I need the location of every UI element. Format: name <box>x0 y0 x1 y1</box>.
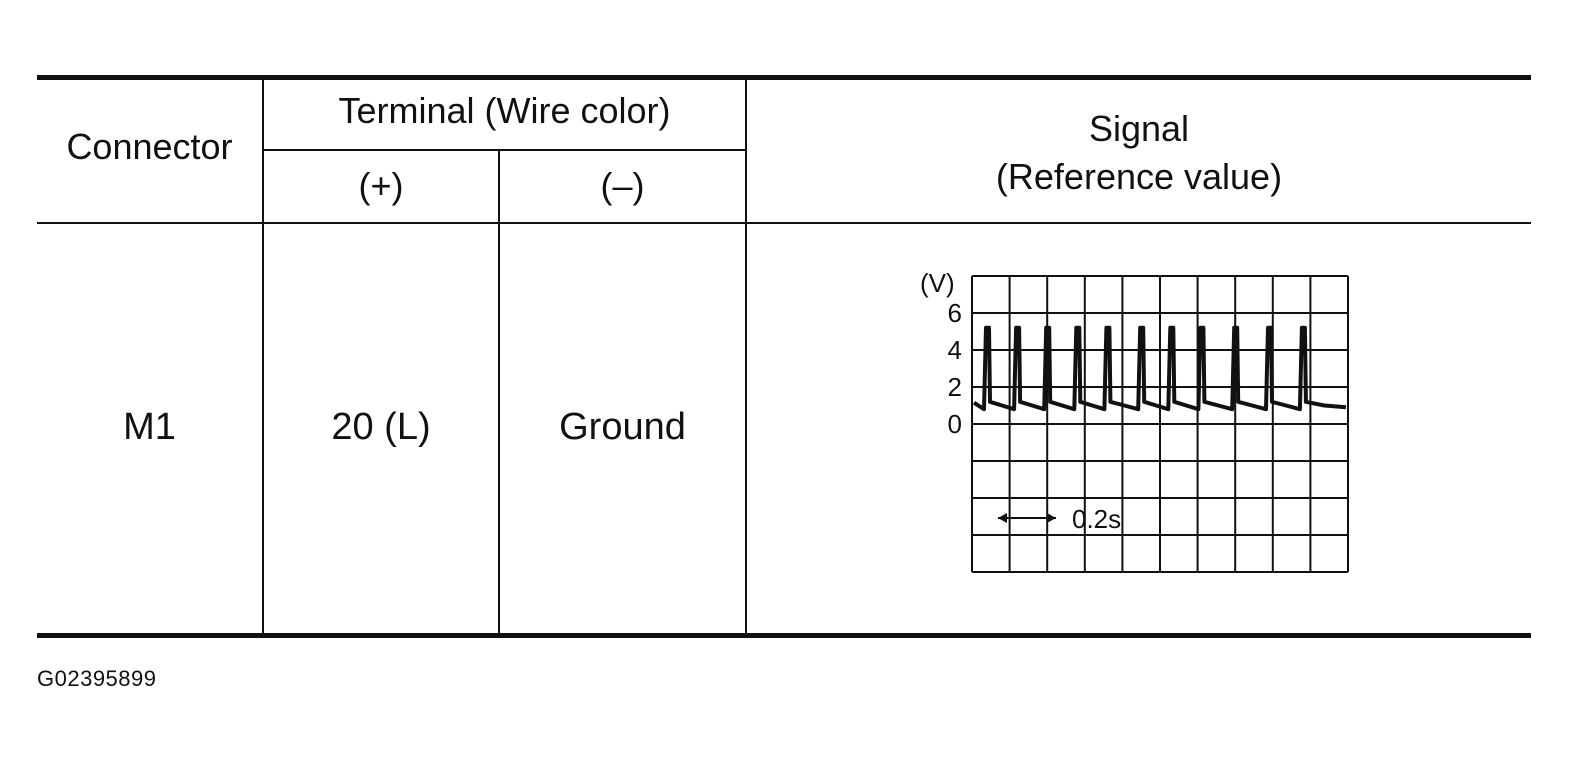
header-bottom-rule <box>37 222 1531 224</box>
cell-connector: M1 <box>123 406 176 448</box>
header-signal: Signal (Reference value) <box>747 105 1531 201</box>
waveform-layer <box>972 325 1347 412</box>
column-divider-connector <box>262 80 264 633</box>
y-tick-label: 4 <box>948 335 962 365</box>
header-terminal-wire-color: Terminal (Wire color) <box>338 90 671 131</box>
table-bottom-rule <box>37 633 1531 638</box>
y-tick-label: 6 <box>948 298 962 328</box>
header-signal-title: Signal <box>1088 108 1190 149</box>
waveform-trace <box>972 325 1347 412</box>
figure-id: G02395899 <box>37 666 157 691</box>
column-divider-terminal <box>498 150 500 633</box>
header-connector: Connector <box>66 126 233 167</box>
header-signal-subtitle: (Reference value) <box>995 156 1283 197</box>
signal-waveform-chart: (V) 6 4 2 0 0.2s <box>920 268 1349 573</box>
time-scale-arrow-right <box>1047 513 1056 523</box>
time-scale-label: 0.2s <box>1072 504 1121 534</box>
y-axis-labels: (V) 6 4 2 0 <box>920 268 962 439</box>
y-tick-label: 2 <box>948 372 962 402</box>
time-scale-arrow-left <box>998 513 1007 523</box>
y-tick-label: 0 <box>948 409 962 439</box>
table-top-rule <box>37 75 1531 80</box>
terminal-subheader-rule <box>263 149 747 151</box>
header-terminal-minus: (–) <box>600 165 645 206</box>
y-axis-label: (V) <box>920 268 955 298</box>
chart-grid <box>971 275 1349 573</box>
cell-terminal-minus: Ground <box>559 406 686 448</box>
column-divider-signal <box>745 80 747 633</box>
time-scale-indicator: 0.2s <box>998 504 1121 534</box>
cell-terminal-plus: 20 (L) <box>331 406 431 448</box>
header-terminal-plus: (+) <box>358 165 404 206</box>
